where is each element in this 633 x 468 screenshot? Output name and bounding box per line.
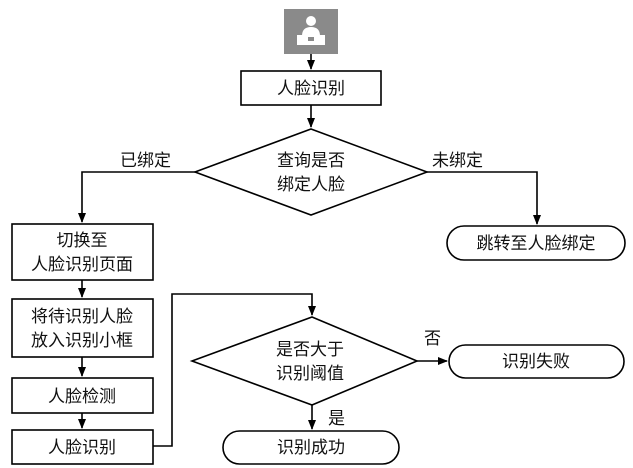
node-label-line1: 是否大于 (276, 340, 344, 360)
node-label-line2: 绑定人脸 (277, 175, 345, 195)
node-label: 人脸识别 (277, 79, 345, 99)
node-label-line1: 切换至 (57, 231, 108, 251)
edge-bound (78, 171, 195, 223)
node-threshold: 是否大于 识别阈值 (189, 316, 420, 406)
edge-recognition-to-threshold (153, 293, 316, 447)
node-label: 人脸识别 (48, 438, 116, 458)
edge-label-yes: 是 (328, 409, 345, 429)
node-label-line2: 识别阈值 (276, 364, 344, 384)
node-label-line1: 将待识别人脸 (31, 307, 133, 327)
edges (78, 54, 541, 447)
node-face-recognition-top: 人脸识别 (240, 70, 382, 106)
edge-label-bound: 已绑定 (120, 151, 171, 171)
node-face-detect: 人脸检测 (11, 377, 154, 414)
node-label-line2: 放入识别小框 (31, 331, 133, 351)
node-label: 识别成功 (277, 438, 345, 458)
node-label-line2: 人脸识别页面 (31, 255, 133, 275)
node-face-recognition-bottom: 人脸识别 (11, 429, 154, 465)
node-jump-bind: 跳转至人脸绑定 (446, 225, 626, 261)
person-at-computer-icon (284, 9, 338, 54)
edge-label-no: 否 (424, 329, 441, 349)
node-label-line1: 查询是否 (277, 151, 345, 171)
node-put-face: 将待识别人脸 放入识别小框 (11, 298, 154, 358)
node-success: 识别成功 (222, 430, 400, 465)
node-query-bound: 查询是否 绑定人脸 (192, 128, 430, 216)
node-switch-page: 切换至 人脸识别页面 (11, 223, 154, 281)
edge-not-bound (427, 171, 541, 225)
node-label: 识别失败 (502, 352, 570, 372)
node-label: 人脸检测 (48, 387, 116, 407)
node-label: 跳转至人脸绑定 (477, 234, 596, 254)
edge-label-not-bound: 未绑定 (432, 151, 483, 171)
node-fail: 识别失败 (448, 344, 625, 379)
